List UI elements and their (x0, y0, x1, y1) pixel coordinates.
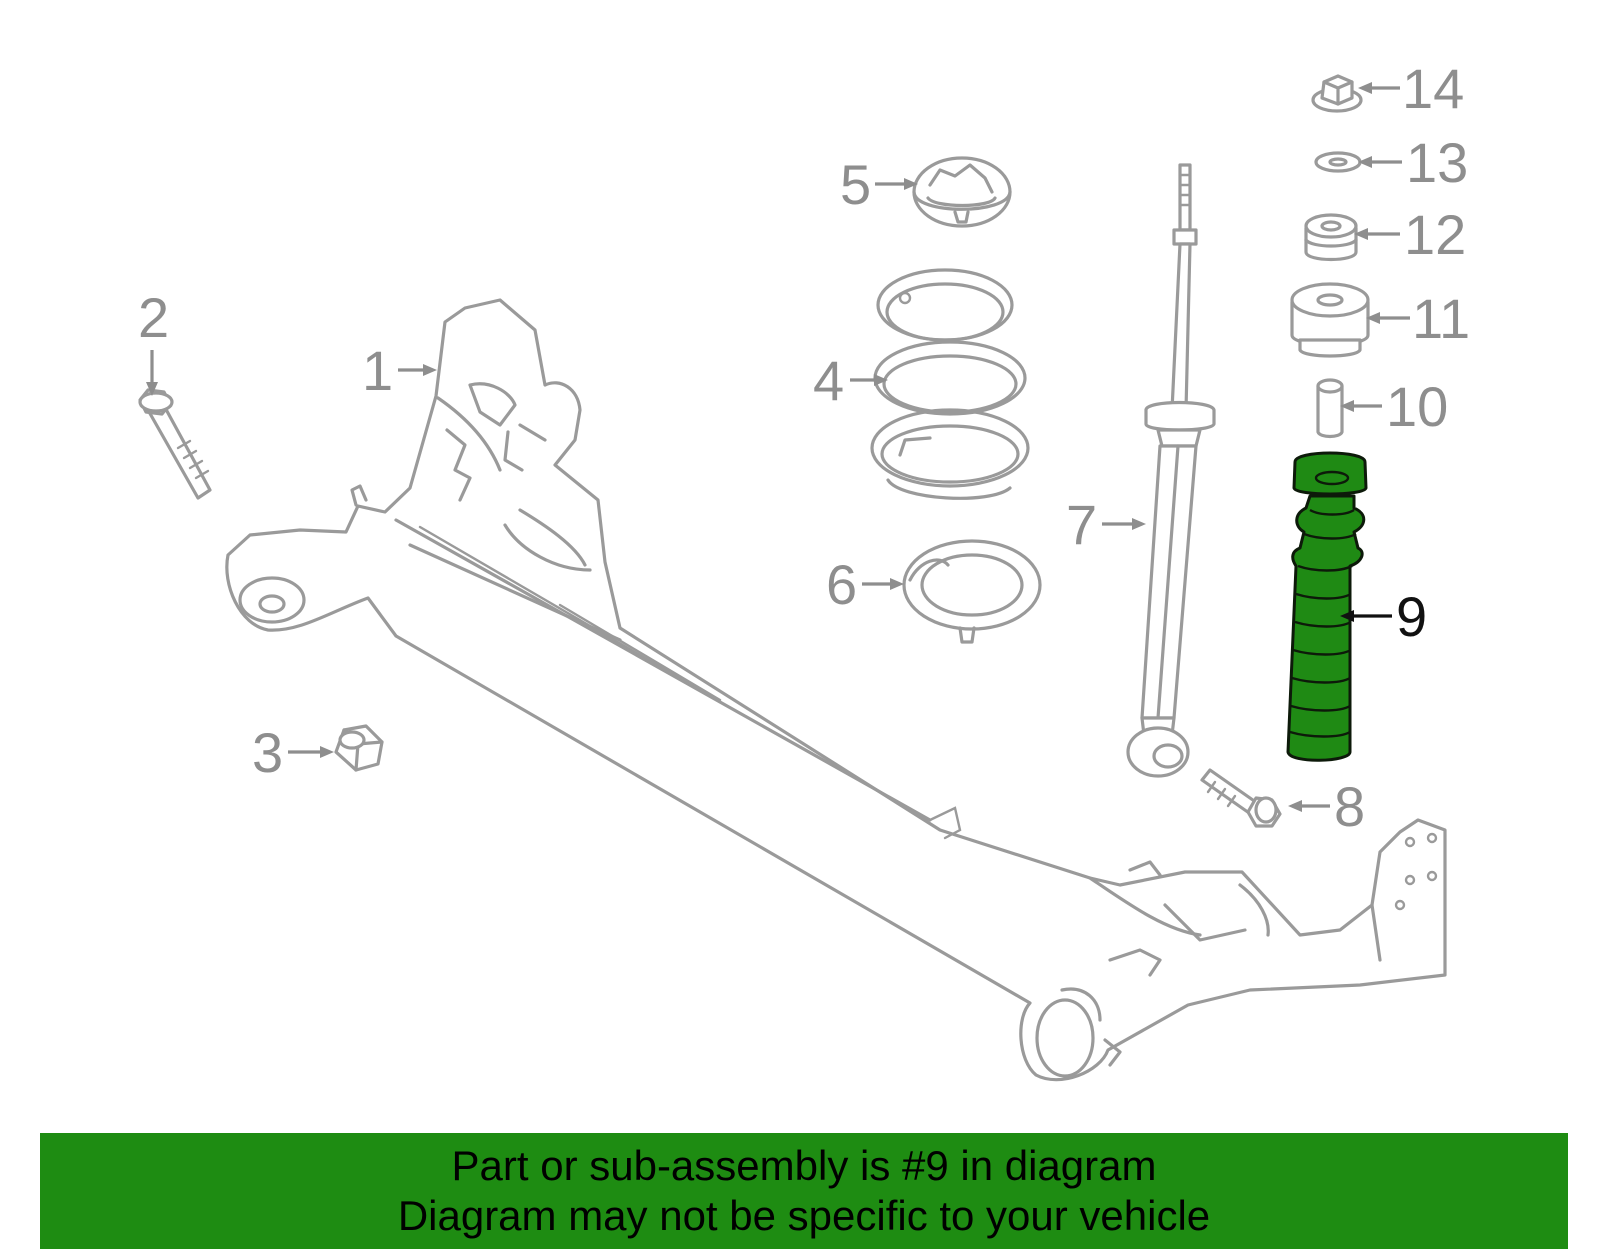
callout-9: 9 (1396, 585, 1427, 648)
banner-part-line: Part or sub-assembly is #9 in diagram (451, 1142, 1157, 1189)
part-1-axle-beam[interactable] (225, 298, 1447, 1082)
callout-labels: 1 2 3 4 5 6 7 8 9 10 11 12 13 14 (138, 57, 1470, 838)
part-2-bolt[interactable] (138, 388, 212, 500)
part-8-bolt[interactable] (1200, 768, 1282, 828)
info-banner: Part or sub-assembly is #9 in diagram Di… (40, 1133, 1568, 1249)
callout-3: 3 (252, 721, 283, 784)
banner-disclaimer-line: Diagram may not be specific to your vehi… (397, 1192, 1211, 1239)
part-14-nut[interactable] (1311, 74, 1363, 113)
callout-7: 7 (1066, 493, 1097, 556)
callout-5: 5 (840, 153, 871, 216)
callout-11: 11 (1412, 287, 1470, 350)
callout-4: 4 (813, 349, 844, 412)
callout-arrows (146, 82, 1410, 812)
part-3-nut[interactable] (334, 724, 384, 772)
part-10-sleeve[interactable] (1316, 378, 1344, 439)
callout-14: 14 (1402, 57, 1464, 120)
callout-6: 6 (826, 553, 857, 616)
part-9-bump-stop[interactable] (1286, 451, 1368, 762)
callout-2: 2 (138, 286, 169, 349)
callout-13: 13 (1406, 131, 1468, 194)
part-6-lower-seat[interactable] (902, 539, 1042, 644)
callout-12: 12 (1404, 203, 1466, 266)
part-5-upper-seat[interactable] (912, 156, 1012, 228)
callout-8: 8 (1334, 775, 1365, 838)
part-13-washer[interactable] (1314, 151, 1362, 173)
part-11-mount-bushing[interactable] (1290, 282, 1370, 358)
part-7-shock-absorber[interactable] (1126, 163, 1216, 778)
part-12-upper-bushing[interactable] (1304, 213, 1358, 262)
callout-10: 10 (1386, 375, 1448, 438)
part-4-coil-spring[interactable] (870, 268, 1030, 500)
callout-1: 1 (362, 339, 393, 402)
